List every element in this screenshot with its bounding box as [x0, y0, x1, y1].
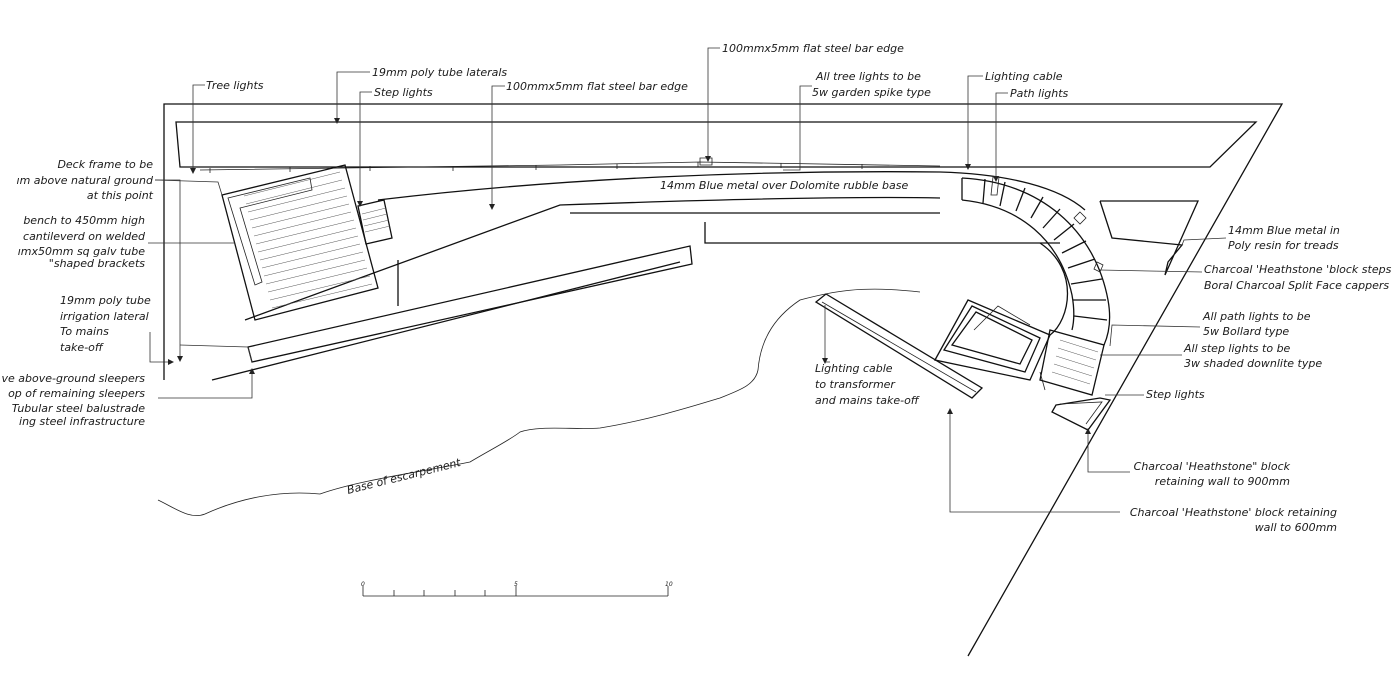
label-sleepers-3: Tubular steel balustrade	[12, 402, 146, 415]
label-bench-1: bench to 450mm high	[23, 214, 145, 227]
label-tree-lights: Tree lights	[206, 79, 264, 92]
label-path-lights: Path lights	[1010, 87, 1069, 100]
poly-tube-lateral	[200, 162, 940, 170]
label-heathstone-steps-2: Boral Charcoal Split Face cappers	[1204, 279, 1389, 292]
inner-garden-outline-2	[705, 222, 1060, 243]
label-irrigation-2: irrigation lateral	[60, 310, 149, 323]
label-wall-600-2: wall to 600mm	[1255, 521, 1337, 534]
timber-deck	[222, 165, 378, 320]
label-bench-3: ımx50mm sq galv tube	[18, 245, 145, 258]
label-wall-600-1: Charcoal 'Heathstone' block retaining	[1130, 506, 1337, 519]
label-tree-lights-note-1: All tree lights to be	[815, 70, 921, 83]
label-bench-4: "shaped brackets	[49, 257, 145, 270]
label-irrigation-4: take-off	[60, 341, 104, 354]
scale-tick-0: 0	[361, 581, 365, 588]
base-of-escarpment	[158, 289, 920, 515]
label-wall-900-1: Charcoal 'Heathstone" block	[1134, 460, 1291, 473]
label-deck-frame-2: ım above natural ground	[17, 174, 154, 187]
label-deck-frame-1: Deck frame to be	[57, 158, 153, 171]
label-steel-edge-1: 100mmx5mm flat steel bar edge	[722, 42, 904, 55]
lower-steps	[1040, 330, 1104, 395]
label-path-lights-note-1: All path lights to be	[1202, 310, 1311, 323]
label-escarpment: Base of escarpement	[346, 456, 463, 497]
label-cable-transformer-1: Lighting cable	[815, 362, 893, 375]
label-cable-transformer-3: and mains take-off	[815, 394, 920, 407]
heathstone-curved-steps	[962, 178, 1110, 345]
label-sleepers-4: ing steel infrastructure	[19, 415, 145, 428]
label-step-lights-note-2: 3w shaded downlite type	[1184, 357, 1322, 370]
path-inner-edge	[245, 197, 940, 320]
label-path-lights-note-2: 5w Bollard type	[1203, 325, 1289, 338]
label-poly-laterals: 19mm poly tube laterals	[372, 66, 507, 79]
label-step-lights-note-1: All step lights to be	[1183, 342, 1291, 355]
scale-tick-5: 5	[514, 581, 518, 588]
label-cable-transformer-2: to transformer	[815, 378, 896, 391]
label-deck-frame-3: at this point	[87, 189, 154, 202]
triangle-planter	[1100, 201, 1198, 275]
label-irrigation-3: To mains	[60, 325, 109, 338]
label-sleepers-2: op of remaining sleepers	[8, 387, 145, 400]
leader-lines	[148, 48, 1226, 512]
label-tree-lights-note-2: 5w garden spike type	[812, 86, 931, 99]
label-bench-2: cantileverd on welded	[23, 230, 146, 243]
label-wall-900-2: retaining wall to 900mm	[1155, 475, 1290, 488]
label-sleepers-1: ve above-ground sleepers	[2, 372, 146, 385]
scale-tick-10: 10	[665, 581, 673, 588]
label-treads-2: Poly resin for treads	[1228, 239, 1339, 252]
path-outer-edge	[378, 172, 1085, 210]
arrow-heads	[168, 118, 1091, 434]
scale-bar: 0 5 10	[361, 581, 673, 596]
cable-junction-box	[700, 158, 712, 165]
label-steel-edge-2: 100mmx5mm flat steel bar edge	[506, 80, 688, 93]
label-irrigation-1: 19mm poly tube	[60, 294, 151, 307]
label-heathstone-steps-1: Charcoal 'Heathstone 'block steps	[1204, 263, 1392, 276]
label-step-lights-top: Step lights	[374, 86, 433, 99]
deck-steps	[358, 200, 392, 244]
label-lighting-cable: Lighting cable	[985, 70, 1063, 83]
label-blue-metal-base: 14mm Blue metal over Dolomite rubble bas…	[660, 179, 908, 192]
label-step-lights-right: Step lights	[1146, 388, 1205, 401]
retaining-wall-cluster	[935, 300, 1050, 390]
label-treads-1: 14mm Blue metal in	[1228, 224, 1340, 237]
curve-return	[1040, 243, 1068, 335]
retaining-wall-900	[1052, 398, 1110, 430]
retaining-wall-600	[816, 294, 982, 398]
emitter-ticks	[210, 162, 862, 173]
top-garden-bed	[176, 122, 1256, 167]
site-boundary	[164, 104, 1282, 656]
lower-sleeper-edge	[212, 262, 680, 380]
